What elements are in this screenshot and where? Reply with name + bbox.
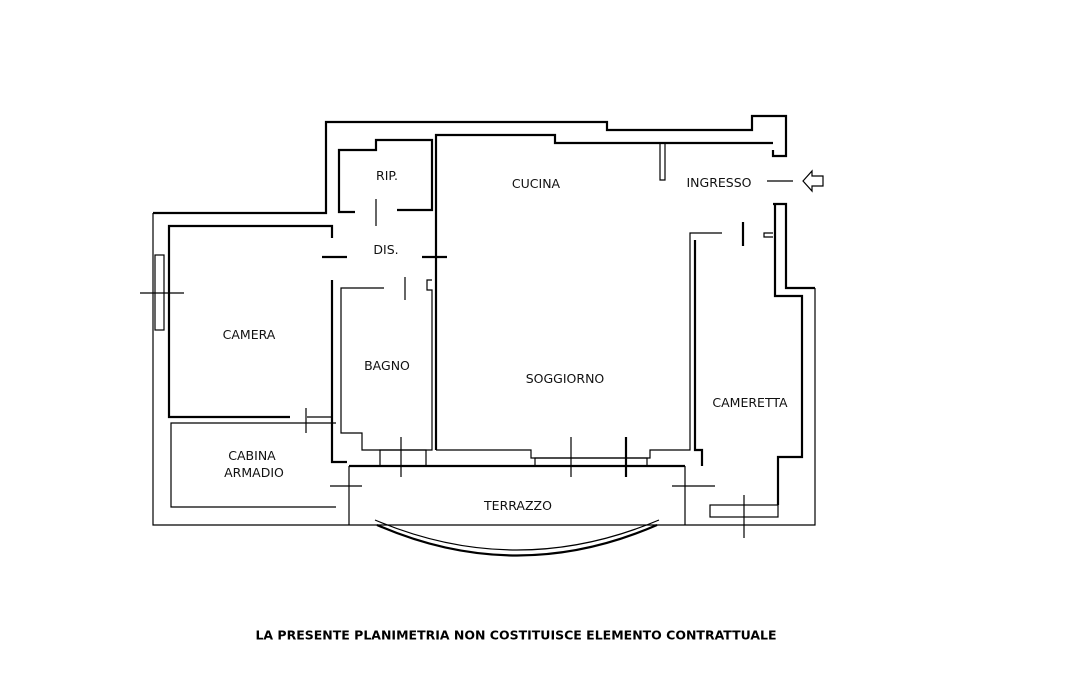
camera-wall xyxy=(167,224,334,419)
bagno-window xyxy=(379,449,427,467)
room-label-ingresso: INGRESSO xyxy=(686,175,752,190)
room-label-cucina: CUCINA xyxy=(511,176,561,191)
cucina-wall xyxy=(434,133,773,450)
camera-wall-bottom xyxy=(307,416,333,423)
terrazzo-balcony xyxy=(376,523,658,557)
cucina-partition xyxy=(659,143,666,181)
bagno-wall xyxy=(330,280,347,464)
outer-boundary xyxy=(152,213,816,526)
room-label-terrazzo: TERRAZZO xyxy=(484,498,552,513)
outer-wall xyxy=(153,114,788,215)
ingresso-wall xyxy=(763,232,773,238)
room-label-dis: DIS. xyxy=(373,242,399,257)
room-label-cameretta: CAMERETTA xyxy=(712,395,788,410)
soggiorno-window xyxy=(534,457,648,467)
room-label-armadio: ARMADIO xyxy=(224,465,284,480)
room-label-bagno: BAGNO xyxy=(364,358,410,373)
rip-wall xyxy=(337,138,434,214)
cabina-wall xyxy=(170,422,336,508)
cameretta-east xyxy=(773,204,804,505)
soggiorno-wall xyxy=(436,232,722,459)
outer-wall-east xyxy=(773,202,815,290)
room-label-rip: RIP. xyxy=(376,168,398,183)
room-label-soggiorno: SOGGIORNO xyxy=(525,371,605,386)
disclaimer-footer: LA PRESENTE PLANIMETRIA NON COSTITUISCE … xyxy=(255,627,777,643)
cameretta-wall xyxy=(693,240,704,466)
room-label-camera: CAMERA xyxy=(222,327,276,342)
terrazzo-balcony xyxy=(374,519,660,551)
room-label-cabina: CABINA xyxy=(228,448,276,463)
arrow-left-icon xyxy=(802,169,824,193)
